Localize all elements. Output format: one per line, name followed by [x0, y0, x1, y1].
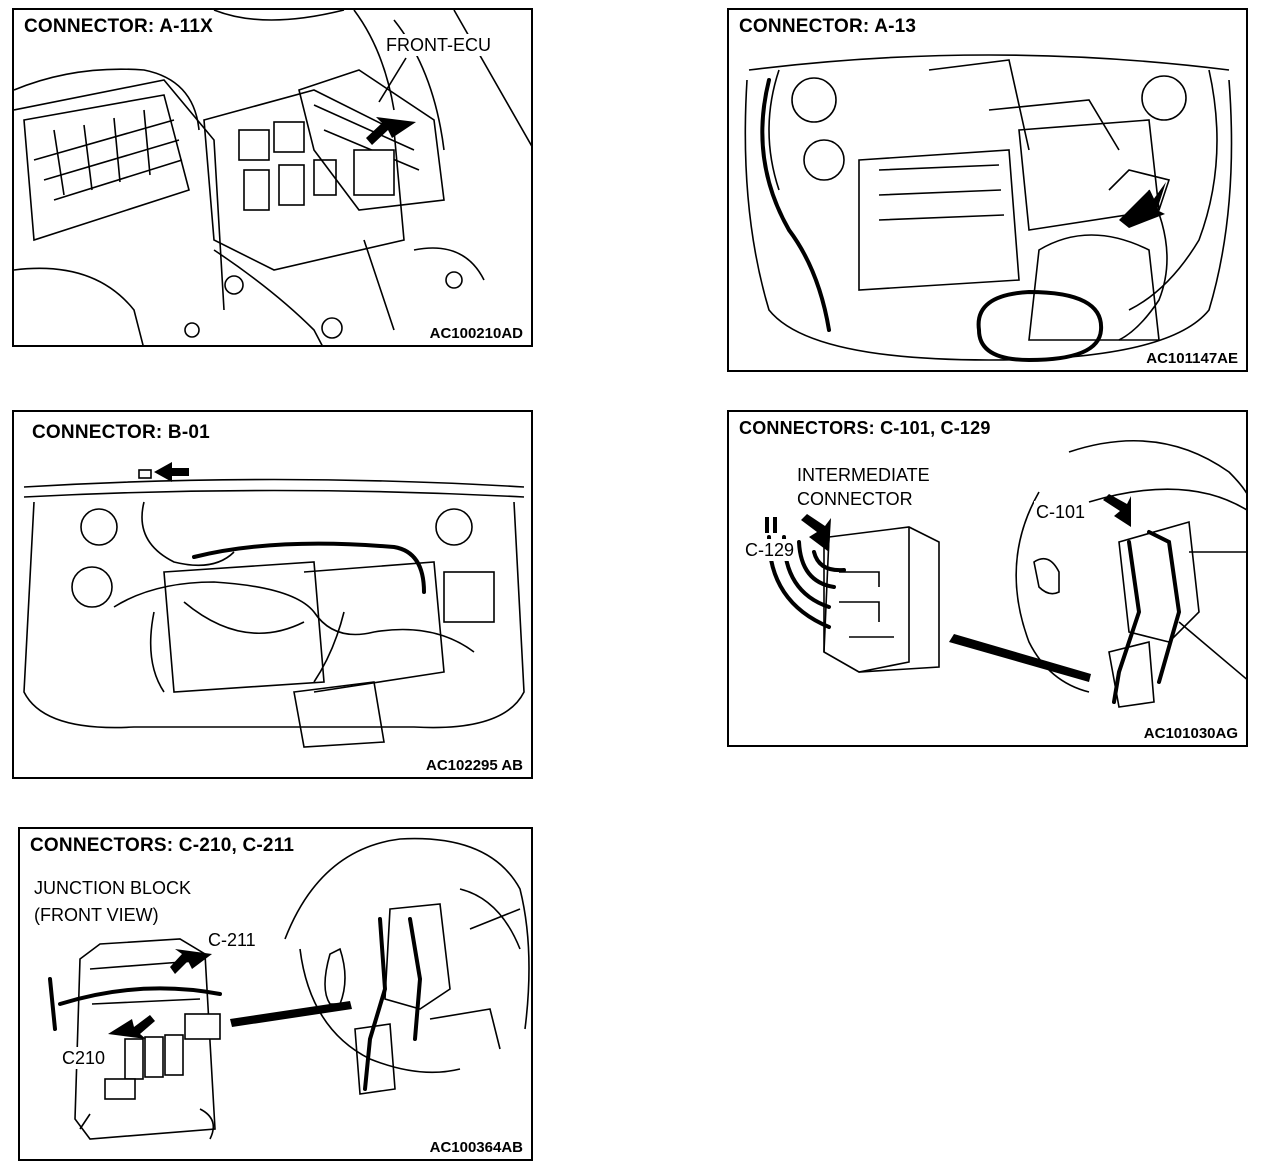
figure-code: AC100364AB — [427, 1139, 525, 1156]
engine-bay-illustration — [23, 462, 525, 748]
diagram-panel-c101-c129: CONNECTORS: C-101, C-129 INTERMEDIATE CO… — [727, 410, 1248, 747]
callout-intermediate-line-2: CONNECTOR — [797, 489, 913, 509]
callout-c211: C-211 — [206, 929, 258, 951]
callout-junction-line-1: JUNCTION BLOCK — [34, 878, 192, 898]
figure-code: AC102295 AB — [424, 757, 525, 774]
diagram-panel-a13: CONNECTOR: A-13 AC101147AE — [727, 8, 1248, 372]
callout-c101: C-101 — [1034, 501, 1088, 523]
callout-c129: C-129 — [743, 539, 797, 561]
panel-title: CONNECTORS: C-210, C-211 — [28, 835, 297, 857]
callout-c210: C210 — [60, 1047, 108, 1069]
figure-code: AC101147AE — [1144, 350, 1240, 367]
panel-title: CONNECTOR: B-01 — [30, 422, 212, 444]
panel-title: CONNECTOR: A-13 — [737, 16, 919, 38]
figure-code: AC101030AG — [1141, 725, 1240, 742]
diagram-panel-b01: CONNECTOR: B-01 AC102295 AB — [12, 410, 533, 779]
callout-intermediate-line-1: INTERMEDIATE — [797, 465, 930, 485]
callout-front-ecu: FRONT-ECU — [384, 34, 493, 56]
callout-junction-line-2: (FRONT VIEW) — [34, 905, 159, 925]
connector-illustration — [765, 439, 1246, 708]
panel-title: CONNECTOR: A-11X — [22, 16, 216, 38]
engine-bay-illustration — [744, 54, 1233, 363]
figure-code: AC100210AD — [427, 325, 525, 342]
junction-block-illustration — [48, 837, 530, 1140]
panel-title: CONNECTORS: C-101, C-129 — [737, 418, 993, 439]
diagram-panel-a11x: CONNECTOR: A-11X FRONT-ECU AC100210AD — [12, 8, 533, 347]
engine-bay-illustration — [14, 10, 531, 345]
diagram-panel-c210-c211: CONNECTORS: C-210, C-211 JUNCTION BLOCK … — [18, 827, 533, 1161]
